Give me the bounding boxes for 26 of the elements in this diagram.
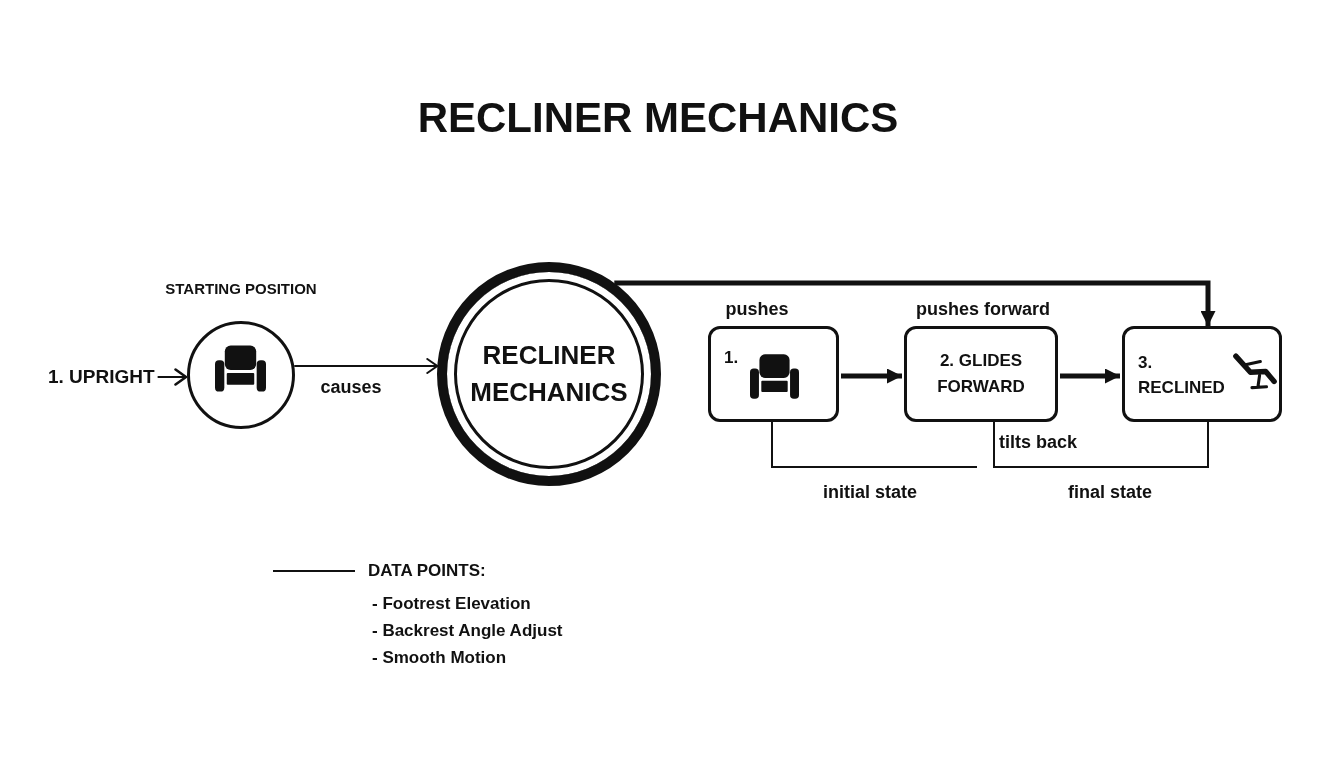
circle-heading: STARTING POSITION [165, 280, 317, 298]
list-item: - Footrest Elevation [372, 593, 531, 615]
step-label: 1. UPRIGHT [48, 366, 155, 388]
step-card [1122, 326, 1282, 422]
arrow [156, 368, 188, 386]
step-label: 3. RECLINED [1138, 352, 1225, 399]
action-label: pushes forward [916, 298, 1050, 320]
arrow [841, 368, 902, 384]
list-item: - Backrest Angle Adjust [372, 620, 563, 642]
hub-circle [437, 262, 661, 486]
arrow [614, 280, 1216, 326]
connector-line [771, 421, 978, 468]
step-card [708, 326, 839, 422]
connector-line [993, 421, 1209, 468]
action-label: pushes [725, 298, 789, 320]
bracket-label: initial state [823, 481, 917, 503]
step-card [904, 326, 1058, 422]
bracket-label: final state [1068, 481, 1152, 503]
list-heading: DATA POINTS: [368, 560, 486, 582]
arrow [1060, 368, 1120, 384]
hub-title: RECLINER MECHANICS [469, 339, 629, 409]
step-number: 1. [724, 347, 739, 369]
arrow [293, 358, 439, 374]
step-label: 2. GLIDES FORWARD [936, 350, 1026, 398]
diagram-title: RECLINER MECHANICS [417, 94, 899, 142]
list-item: - Smooth Motion [372, 647, 507, 669]
